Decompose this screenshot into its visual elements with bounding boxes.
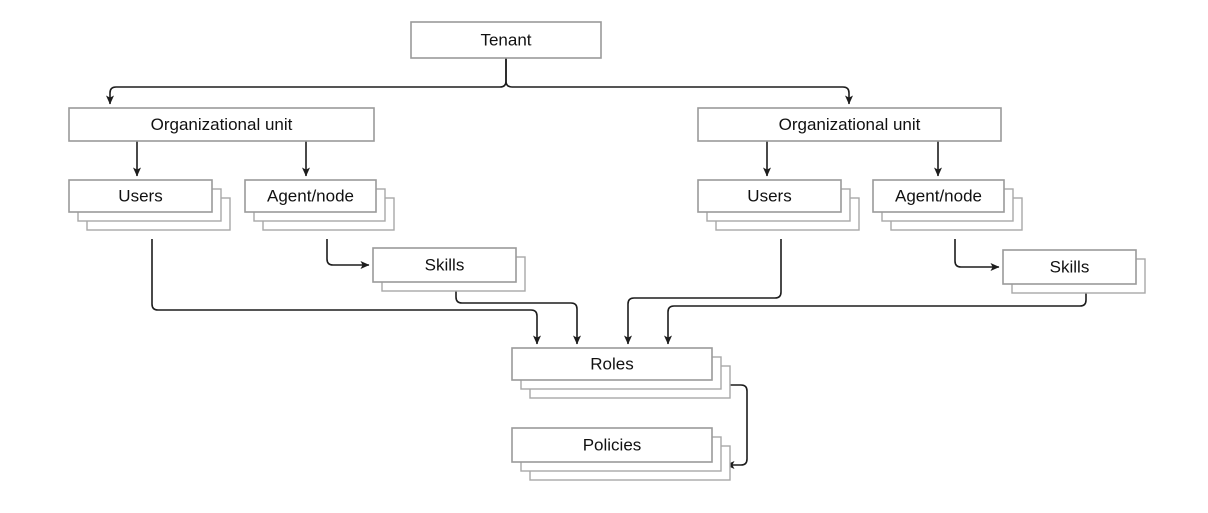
node-box[interactable] [511, 347, 713, 381]
edge-users-right-to-roles [624, 239, 782, 345]
node-users-right[interactable]: Users [697, 179, 860, 231]
edge-tenant-to-org-left [106, 58, 507, 105]
node-box[interactable] [872, 179, 1005, 213]
node-roles[interactable]: Roles [511, 347, 731, 399]
node-users-left[interactable]: Users [68, 179, 231, 231]
edge-agent-right-to-skills-right [954, 239, 1000, 271]
node-skills-left[interactable]: Skills [372, 247, 526, 292]
edge-roles-to-policies [712, 384, 748, 469]
node-box[interactable] [511, 427, 713, 463]
node-box[interactable] [372, 247, 517, 283]
node-tenant[interactable]: Tenant [410, 21, 602, 59]
node-box[interactable] [697, 107, 1002, 142]
node-policies[interactable]: Policies [511, 427, 731, 481]
edge-skills-right-to-roles [664, 293, 1087, 345]
node-agent-node-left[interactable]: Agent/node [244, 179, 395, 231]
edge-layer [106, 58, 1087, 469]
node-box[interactable] [697, 179, 842, 213]
node-org-unit-right[interactable]: Organizational unit [697, 107, 1002, 142]
edge-tenant-to-org-right [505, 58, 853, 105]
edge-agent-left-to-skills-left [326, 239, 370, 269]
node-box[interactable] [244, 179, 377, 213]
node-skills-right[interactable]: Skills [1002, 249, 1146, 294]
node-box[interactable] [68, 107, 375, 142]
edge-users-left-to-roles [151, 239, 541, 345]
node-box[interactable] [410, 21, 602, 59]
node-box[interactable] [68, 179, 213, 213]
node-box[interactable] [1002, 249, 1137, 285]
edge-skills-left-to-roles [455, 291, 581, 345]
node-org-unit-left[interactable]: Organizational unit [68, 107, 375, 142]
node-agent-node-right[interactable]: Agent/node [872, 179, 1023, 231]
